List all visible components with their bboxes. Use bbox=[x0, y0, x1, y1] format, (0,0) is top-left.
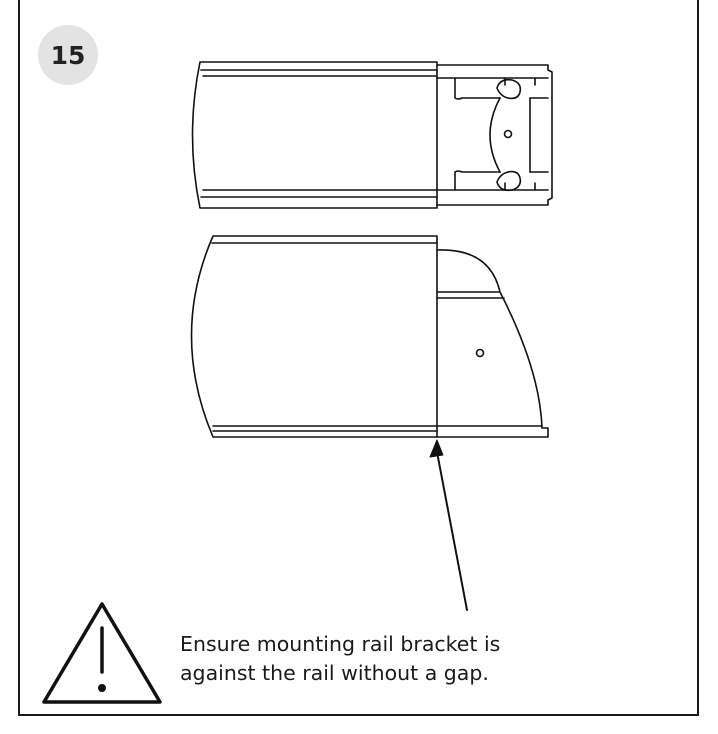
side-view-rail bbox=[190, 235, 438, 438]
step-number-badge: 15 bbox=[38, 25, 98, 85]
instruction-panel bbox=[18, 0, 699, 716]
top-view-bracket bbox=[436, 64, 553, 206]
side-view-bracket bbox=[436, 249, 549, 438]
warning-message: Ensure mounting rail bracket is against … bbox=[180, 630, 620, 688]
top-view-rail bbox=[191, 61, 438, 209]
warning-triangle-icon bbox=[42, 602, 162, 704]
warning-line-2: against the rail without a gap. bbox=[180, 661, 489, 685]
warning-line-1: Ensure mounting rail bracket is bbox=[180, 632, 501, 656]
contact-pointer-arrow bbox=[429, 439, 468, 611]
